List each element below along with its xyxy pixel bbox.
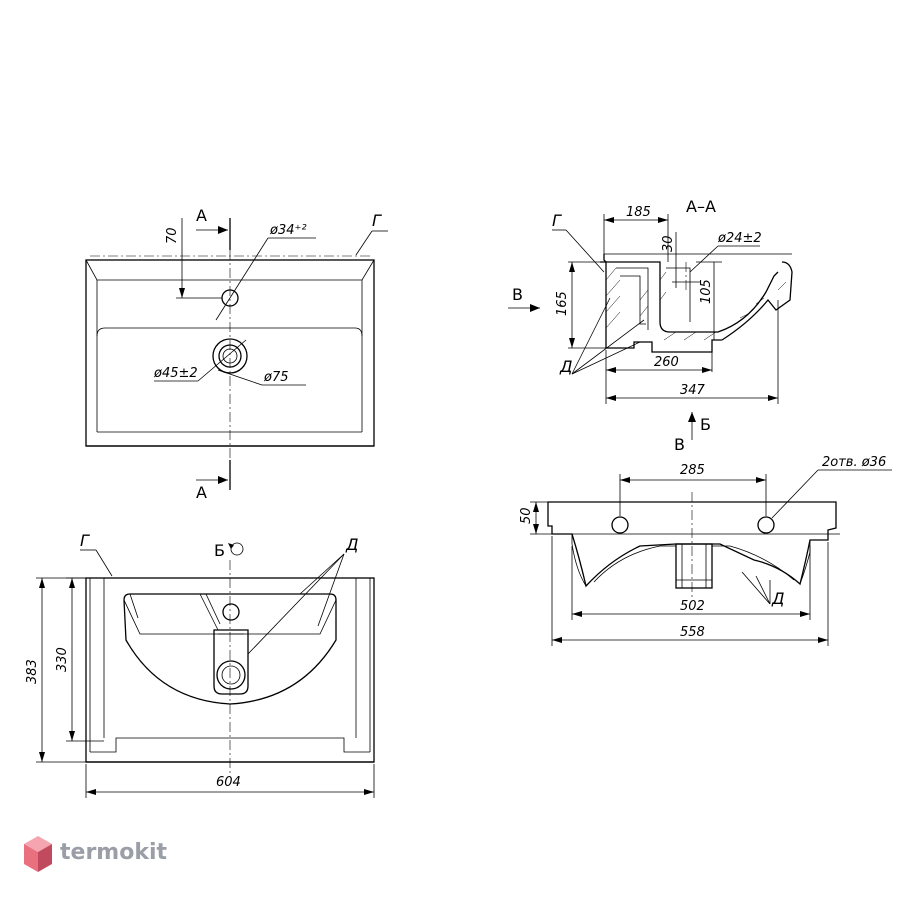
view-v-label: В — [674, 435, 685, 454]
section-aa-view — [508, 214, 793, 440]
view-v — [530, 469, 892, 646]
dim-70: 70 — [165, 227, 180, 244]
aa-b-label: Б — [700, 415, 711, 434]
aa-d-label: Д — [559, 357, 573, 376]
front-g-label: Г — [80, 531, 90, 550]
front-d-label: Д — [345, 535, 359, 554]
dim-d24: ø24±2 — [717, 231, 762, 246]
brand-name: termokit — [60, 840, 168, 865]
top-view — [85, 218, 388, 490]
dim-558: 558 — [680, 625, 705, 640]
view-v-d-label: Д — [771, 589, 785, 608]
termokit-logo-icon — [24, 836, 52, 872]
top-section-a-label-bottom: A — [196, 483, 207, 502]
dim-105: 105 — [699, 279, 714, 304]
dim-d45: ø45±2 — [153, 366, 198, 381]
dim-d34: ø34⁺² — [269, 223, 307, 238]
dim-347: 347 — [680, 383, 706, 398]
dim-185: 185 — [626, 205, 651, 220]
top-section-a-label: A — [196, 206, 207, 225]
dim-502: 502 — [680, 599, 705, 614]
dim-holes: 2отв. ø36 — [822, 455, 886, 470]
front-view — [36, 542, 375, 798]
aa-v-label: В — [512, 285, 523, 304]
aa-g-label: Г — [552, 211, 562, 230]
dim-383: 383 — [25, 659, 40, 684]
dim-604: 604 — [216, 775, 241, 790]
top-g-label: Г — [372, 211, 382, 230]
dim-285: 285 — [680, 463, 705, 478]
front-b-label: Б — [214, 541, 225, 560]
dim-165: 165 — [555, 291, 570, 316]
dim-330: 330 — [55, 647, 70, 672]
dim-d75: ø75 — [263, 370, 289, 385]
dim-260: 260 — [654, 355, 679, 370]
dim-50: 50 — [519, 507, 534, 524]
aa-title: А–А — [686, 197, 716, 216]
dim-30: 30 — [661, 235, 676, 252]
